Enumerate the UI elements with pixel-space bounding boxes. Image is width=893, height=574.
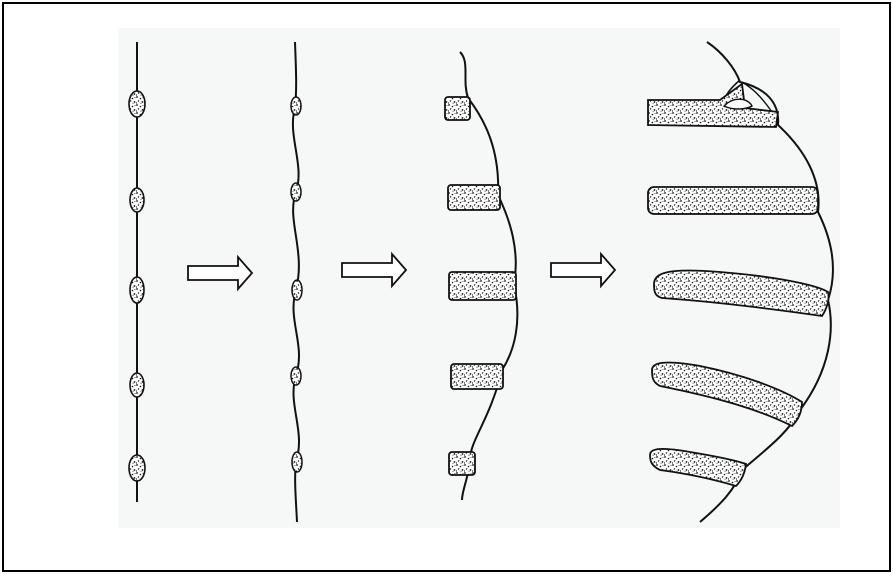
bar	[449, 452, 475, 475]
bar	[448, 185, 500, 210]
bead	[130, 188, 144, 212]
bead	[292, 452, 302, 472]
bead	[129, 455, 145, 481]
bead	[291, 183, 301, 201]
bar	[445, 97, 470, 120]
bead	[291, 97, 301, 115]
bead	[130, 277, 144, 303]
bar	[449, 272, 516, 300]
rib	[648, 187, 818, 214]
bead	[291, 367, 301, 385]
bead	[130, 373, 144, 397]
bar	[451, 364, 503, 389]
bead	[292, 280, 302, 300]
bead	[129, 91, 145, 117]
